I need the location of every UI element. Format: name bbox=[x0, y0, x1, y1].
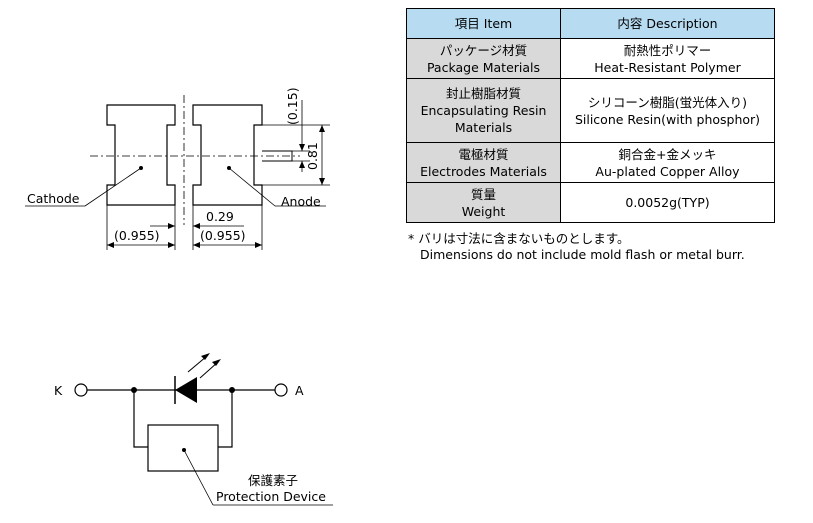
table-row: 封止樹脂材質 Encapsulating Resin Materials シリコ… bbox=[406, 78, 775, 143]
anode-pad bbox=[192, 104, 263, 206]
protection-label-jp: 保護素子 bbox=[248, 473, 298, 488]
description-cell: 銅合金+金メッキ Au-plated Copper Alloy bbox=[560, 142, 775, 183]
protection-device-box bbox=[147, 424, 219, 472]
note-line-en: Dimensions do not include mold flash or … bbox=[420, 247, 745, 262]
item-cell: 電極材質 Electrodes Materials bbox=[406, 142, 561, 183]
cathode-terminal bbox=[74, 383, 88, 397]
header-description: 内容 Description bbox=[560, 8, 775, 39]
right-width-dimension: (0.955) bbox=[200, 228, 246, 243]
anode-slot bbox=[262, 150, 293, 162]
protection-label-en: Protection Device bbox=[216, 489, 326, 504]
description-cell: 耐熱性ポリマー Heat-Resistant Polymer bbox=[560, 38, 775, 79]
left-width-dimension: (0.955) bbox=[114, 228, 160, 243]
header-item: 項目 Item bbox=[406, 8, 561, 39]
cathode-pad bbox=[106, 104, 176, 206]
led-triangle bbox=[175, 377, 197, 403]
k-label: K bbox=[54, 383, 63, 398]
description-cell: 0.0052g(TYP) bbox=[560, 182, 775, 223]
slot-dimension: (0.15) bbox=[285, 87, 300, 125]
table-row: 質量 Weight 0.0052g(TYP) bbox=[406, 182, 775, 223]
item-cell: パッケージ材質 Package Materials bbox=[406, 38, 561, 79]
height-dimension: 0.81 bbox=[305, 142, 320, 170]
description-cell: シリコーン樹脂(蛍光体入り) Silicone Resin(with phosp… bbox=[560, 78, 775, 143]
item-cell: 封止樹脂材質 Encapsulating Resin Materials bbox=[406, 78, 561, 143]
note-line-jp: * バリは寸法に含まないものとします。 bbox=[408, 231, 630, 246]
a-label: A bbox=[295, 383, 304, 398]
gap-dimension: 0.29 bbox=[206, 209, 234, 224]
anode-terminal bbox=[274, 383, 288, 397]
circuit-schematic: K A 保護素子 Protection Device bbox=[54, 353, 333, 506]
item-cell: 質量 Weight bbox=[406, 182, 561, 223]
table-header-row: 項目 Item 内容 Description bbox=[406, 8, 775, 39]
table-row: パッケージ材質 Package Materials 耐熱性ポリマー Heat-R… bbox=[406, 38, 775, 79]
package-outline-drawing: Cathode Anode 0.29 (0.955) (0.955) 0.81 … bbox=[25, 87, 330, 250]
dimension-note: * バリは寸法に含まないものとします。 Dimensions do not in… bbox=[408, 231, 745, 263]
table-row: 電極材質 Electrodes Materials 銅合金+金メッキ Au-pl… bbox=[406, 142, 775, 183]
specification-table: 項目 Item 内容 Description パッケージ材質 Package M… bbox=[406, 8, 775, 223]
anode-label: Anode bbox=[281, 194, 321, 209]
cathode-label: Cathode bbox=[27, 191, 80, 206]
